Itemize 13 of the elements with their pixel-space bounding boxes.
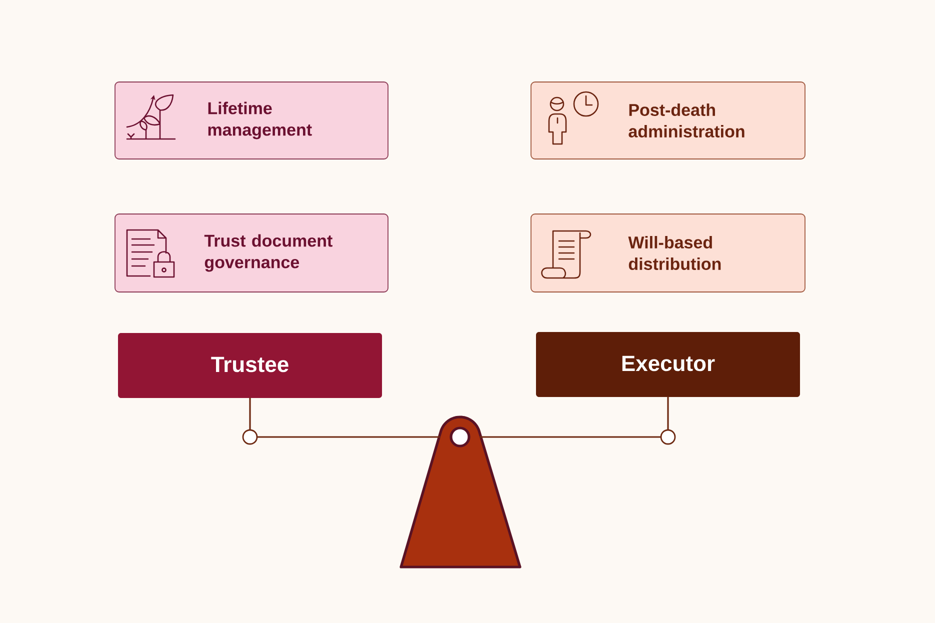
info-box: Lifetime management	[114, 82, 388, 160]
hinge-circle	[242, 429, 258, 445]
beam-line	[256, 436, 441, 438]
hanger-line	[249, 397, 251, 430]
seesaw-fulcrum	[400, 416, 522, 568]
info-box: Trust document governance	[114, 214, 388, 292]
hanger-line	[667, 396, 669, 430]
role-box: Trustee	[118, 333, 382, 398]
beam-line	[479, 436, 662, 438]
info-box: Will-based distribution	[530, 214, 806, 292]
info-box: Post-death administration	[530, 82, 806, 160]
role-box: Executor	[536, 332, 800, 397]
hinge-circle	[660, 429, 676, 445]
